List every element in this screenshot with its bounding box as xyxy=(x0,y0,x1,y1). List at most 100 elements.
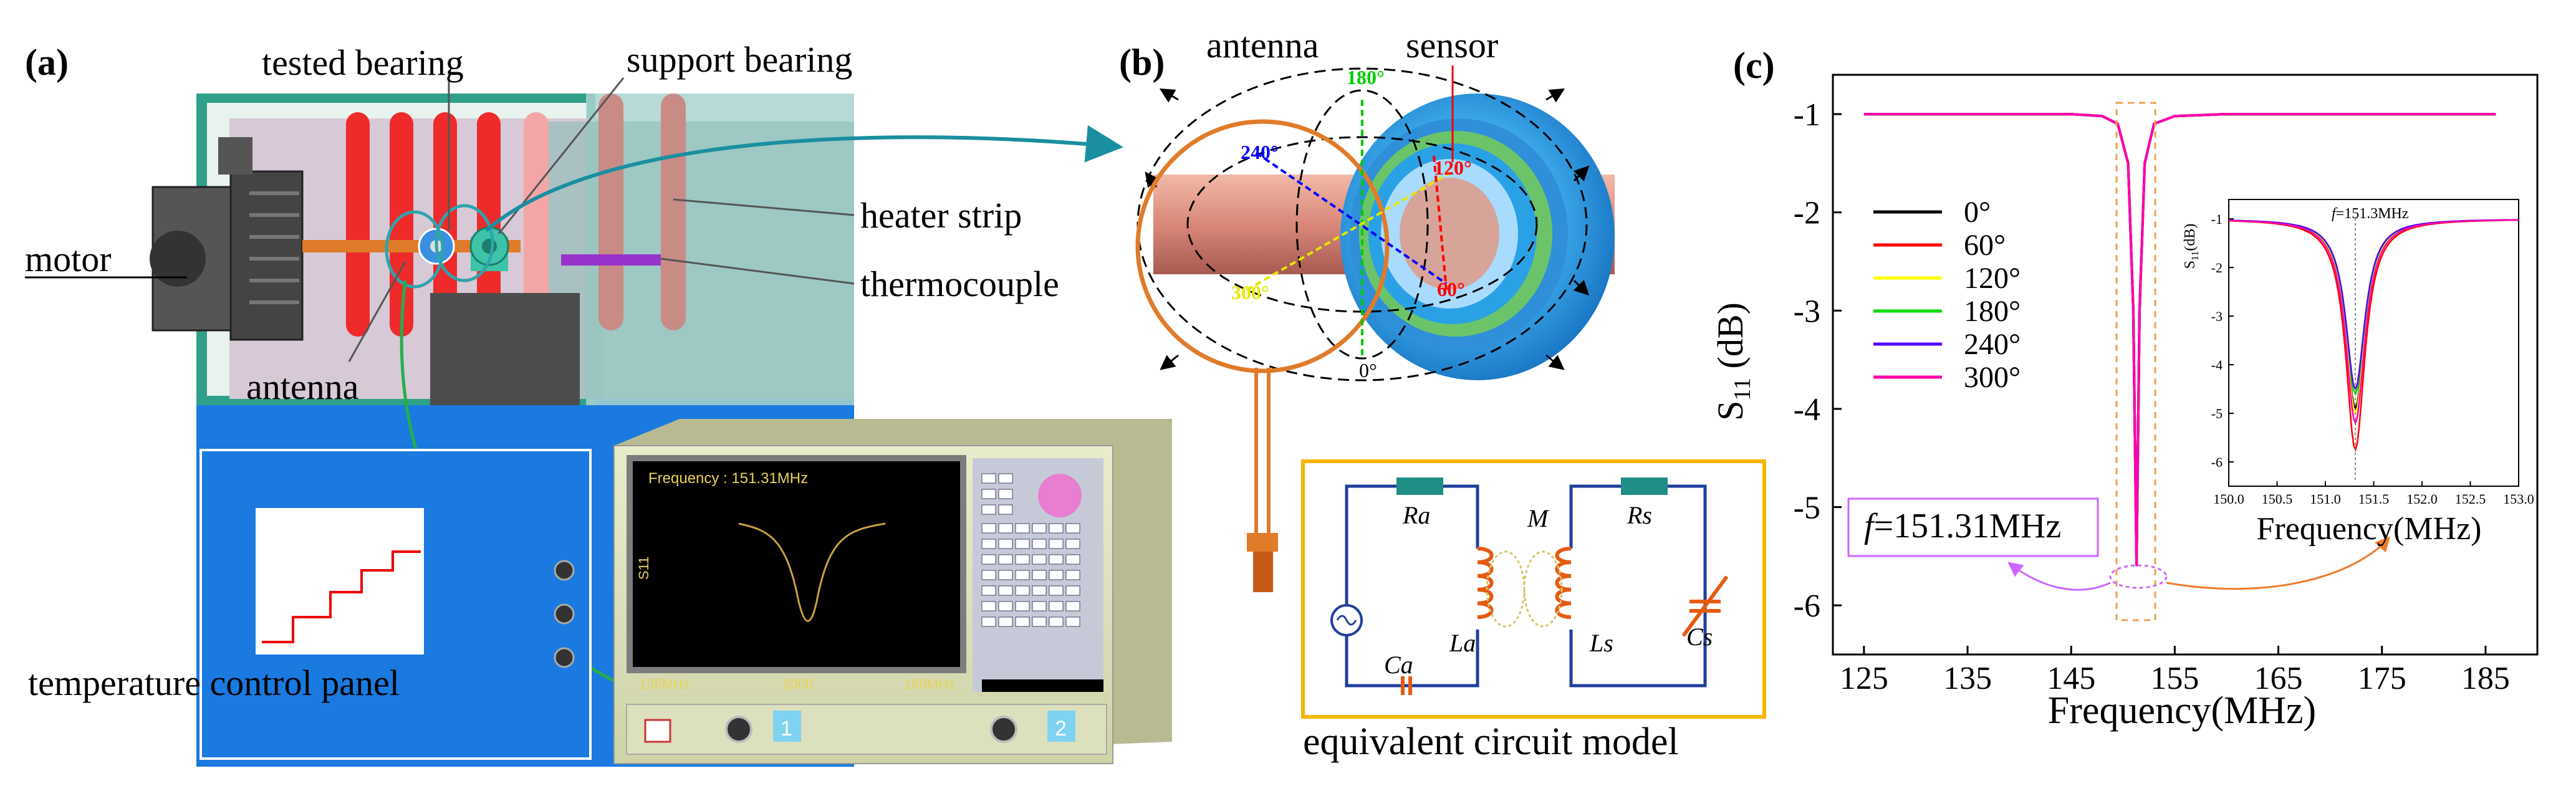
zoom-arrow xyxy=(485,125,1123,233)
main-xtick-label: 175 xyxy=(2358,661,2406,696)
antenna-loop-2 xyxy=(435,204,494,282)
inset-series-lines xyxy=(2228,219,2519,453)
shaft xyxy=(302,240,521,252)
angle-300: 300° xyxy=(1231,281,1269,304)
main-series-line xyxy=(1863,113,2496,567)
main-xlabel: Frequency(MHz) xyxy=(2048,689,2316,732)
inset-ylabel-sub: 11 xyxy=(2190,251,2201,261)
label-ca: Ca xyxy=(1384,651,1413,679)
inset-ylabel-unit: (dB) xyxy=(2182,224,2198,251)
antenna-label-a: antenna xyxy=(246,367,358,407)
support-bearing-label: support bearing xyxy=(627,39,852,80)
inset-xtick-label: 150.5 xyxy=(2262,491,2293,507)
inset-series-line xyxy=(2228,219,2519,425)
motor-label: motor xyxy=(25,239,112,279)
port-1-connector xyxy=(725,716,752,743)
antenna-feed xyxy=(1254,368,1271,536)
panel-c-label: (c) xyxy=(1733,45,1775,86)
inset-ylabel: S11(dB) xyxy=(2182,224,2201,269)
inductor-la xyxy=(1477,547,1494,619)
analyzer-screen-xright: 160MHz xyxy=(904,676,955,692)
main-y-ticks: -1-2-3-4-5-6 xyxy=(1794,97,1842,624)
annotation-arrow-violet xyxy=(2007,562,2111,591)
inset-annotation-f: f xyxy=(2332,206,2338,222)
heater-strip-label: heater strip xyxy=(860,195,1022,236)
panel-a: (a) xyxy=(25,39,1172,767)
inset-ytick-label: -5 xyxy=(2211,406,2223,421)
resistor-rs xyxy=(1621,477,1668,495)
annotation-text: f=151.31MHz xyxy=(1864,507,2061,545)
main-ylabel-s: S xyxy=(1710,401,1751,421)
inset-ytick-label: -2 xyxy=(2211,260,2223,276)
panel-a-label: (a) xyxy=(25,42,69,83)
angle-180: 180° xyxy=(1347,66,1385,89)
inset-background xyxy=(2229,199,2519,486)
angle-60: 60° xyxy=(1437,278,1465,300)
heater-strip-6 xyxy=(598,94,623,330)
main-xtick-label: 145 xyxy=(2047,661,2095,696)
antenna-label-b: antenna xyxy=(1206,25,1319,65)
main-ylabel: S11 (dB) xyxy=(1710,302,1756,421)
port-2-connector xyxy=(990,716,1017,743)
main-xtick-label: 165 xyxy=(2254,661,2303,696)
thermocouple-label: thermocouple xyxy=(860,264,1059,304)
equivalent-circuit: Ra Rs M La Ls Ca Cs xyxy=(1301,459,1766,719)
inset-y-ticks: -1-2-3-4-5-6 xyxy=(2211,211,2234,470)
heater-strip-leader xyxy=(673,198,855,216)
main-ytick-label: -6 xyxy=(1794,588,1820,624)
annotation-arrow-orange xyxy=(2166,536,2391,590)
panel-b: (b) xyxy=(1119,25,1766,763)
ac-source-wave xyxy=(1336,615,1357,626)
thermocouple-probe xyxy=(561,254,661,266)
label-ra: Ra xyxy=(1402,501,1430,529)
port-2-label: 2 xyxy=(1055,717,1067,741)
inset-ytick-label: -6 xyxy=(2211,454,2223,470)
label-la: La xyxy=(1449,629,1476,657)
antenna-leader xyxy=(348,261,406,362)
power-button xyxy=(644,719,671,743)
inset-ylabel-s: S xyxy=(2182,261,2198,269)
network-analyzer: Frequency : 151.31MHz S11 135MHz 2000 16… xyxy=(613,419,1172,764)
inset-xtick-label: 151.5 xyxy=(2358,491,2390,507)
angle-240: 240° xyxy=(1241,141,1279,163)
antenna-connector xyxy=(1247,533,1278,552)
main-ytick-label: -2 xyxy=(1794,196,1820,231)
circuit-frame xyxy=(1301,459,1766,719)
main-xtick-label: 125 xyxy=(1840,661,1888,696)
analyzer-screen-ylabel: S11 xyxy=(636,556,651,580)
inset-xtick-label: 151.0 xyxy=(2310,491,2341,507)
inset-xtick-label: 152.0 xyxy=(2406,491,2438,507)
label-cs: Cs xyxy=(1686,623,1713,651)
mutual-coupling xyxy=(1486,550,1563,628)
inset-ytick-label: -4 xyxy=(2211,357,2223,373)
inset-xtick-label: 150.0 xyxy=(2213,491,2244,507)
port-1-label: 1 xyxy=(781,717,792,741)
capacitor-ca xyxy=(1401,676,1412,695)
analyzer-screen xyxy=(633,461,960,667)
dip-highlight-ellipse xyxy=(2109,564,2168,589)
inset-ytick-label: -1 xyxy=(2211,211,2223,227)
heater-strip-3 xyxy=(433,112,457,337)
antenna-connector-thread xyxy=(1253,552,1273,592)
antenna-loop xyxy=(385,210,445,289)
legend-label: 180° xyxy=(1964,295,2021,328)
analyzer-knob xyxy=(1038,474,1082,517)
main-xtick-label: 185 xyxy=(2461,661,2510,696)
motor xyxy=(150,137,304,341)
tested-bearing-label: tested bearing xyxy=(262,42,464,83)
field-circle-1 xyxy=(1295,89,1429,360)
label-m: M xyxy=(1527,504,1550,532)
angle-120: 120° xyxy=(1434,156,1472,179)
main-ylabel-sub: 11 xyxy=(1729,378,1756,401)
angle-0: 0° xyxy=(1359,359,1377,381)
port-2-indicator xyxy=(1047,711,1075,742)
inset-xtick-label: 152.5 xyxy=(2455,491,2486,507)
annotation-box xyxy=(1847,497,2099,557)
main-ytick-label: -3 xyxy=(1794,294,1820,329)
